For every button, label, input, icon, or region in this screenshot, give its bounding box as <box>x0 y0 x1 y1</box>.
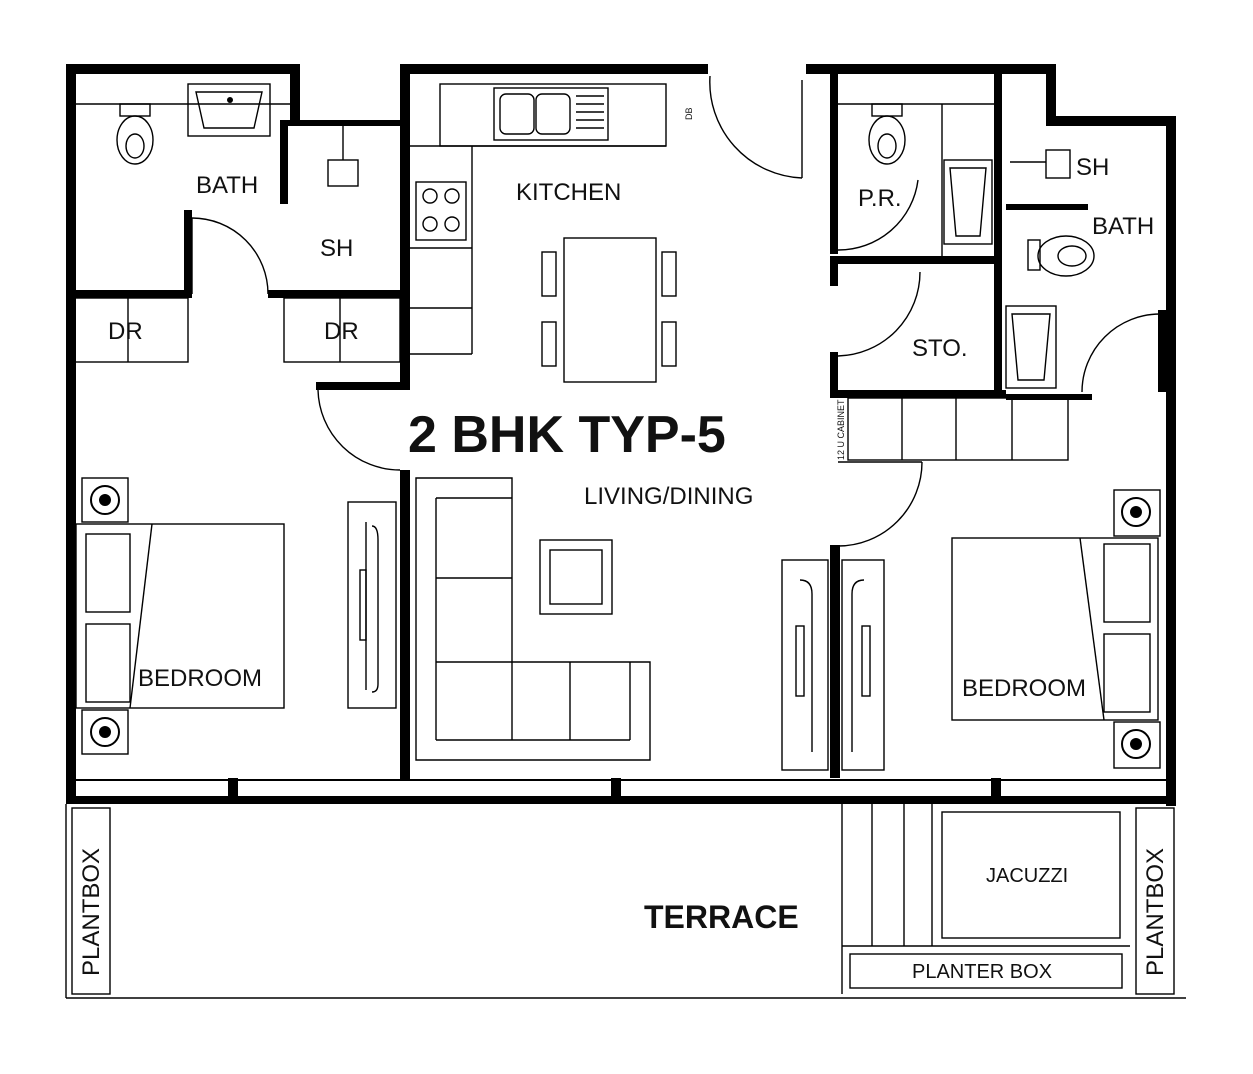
bath-right-label: BATH <box>1092 213 1154 240</box>
bedroom-right <box>781 489 1161 771</box>
living-dining-label: LIVING/DINING <box>584 483 753 510</box>
bath-left-label: BATH <box>196 172 258 199</box>
dr-center-label: DR <box>324 318 359 345</box>
store-label: STO. <box>912 335 968 362</box>
shower-right-label: SH <box>1076 154 1109 181</box>
shower-left-label: SH <box>320 235 353 262</box>
planter-box-label: PLANTER BOX <box>912 961 1052 983</box>
right-service-block <box>837 103 1161 393</box>
cabinet <box>837 397 1069 547</box>
kitchen <box>410 75 803 383</box>
left-bathroom <box>76 83 359 295</box>
powder-room-label: P.R. <box>858 185 902 212</box>
jacuzzi-label: JACUZZI <box>986 865 1068 887</box>
bedroom-right-label: BEDROOM <box>962 675 1086 702</box>
plantbox-left-label: PLANTBOX <box>78 848 105 976</box>
walls <box>66 64 1176 806</box>
terrace-label: TERRACE <box>644 899 799 935</box>
bedroom-left <box>75 477 285 755</box>
living-furniture <box>347 477 651 761</box>
dressers <box>71 297 401 471</box>
plan-title: 2 BHK TYP-5 <box>408 406 726 464</box>
bedroom-left-label: BEDROOM <box>138 665 262 692</box>
dr-left-label: DR <box>108 318 143 345</box>
cabinet-label: 12 U CABINET <box>836 399 846 460</box>
plantbox-right-label: PLANTBOX <box>1142 848 1169 976</box>
kitchen-label: KITCHEN <box>516 179 621 206</box>
db-label: DB <box>684 107 694 120</box>
terrace <box>65 804 1186 999</box>
